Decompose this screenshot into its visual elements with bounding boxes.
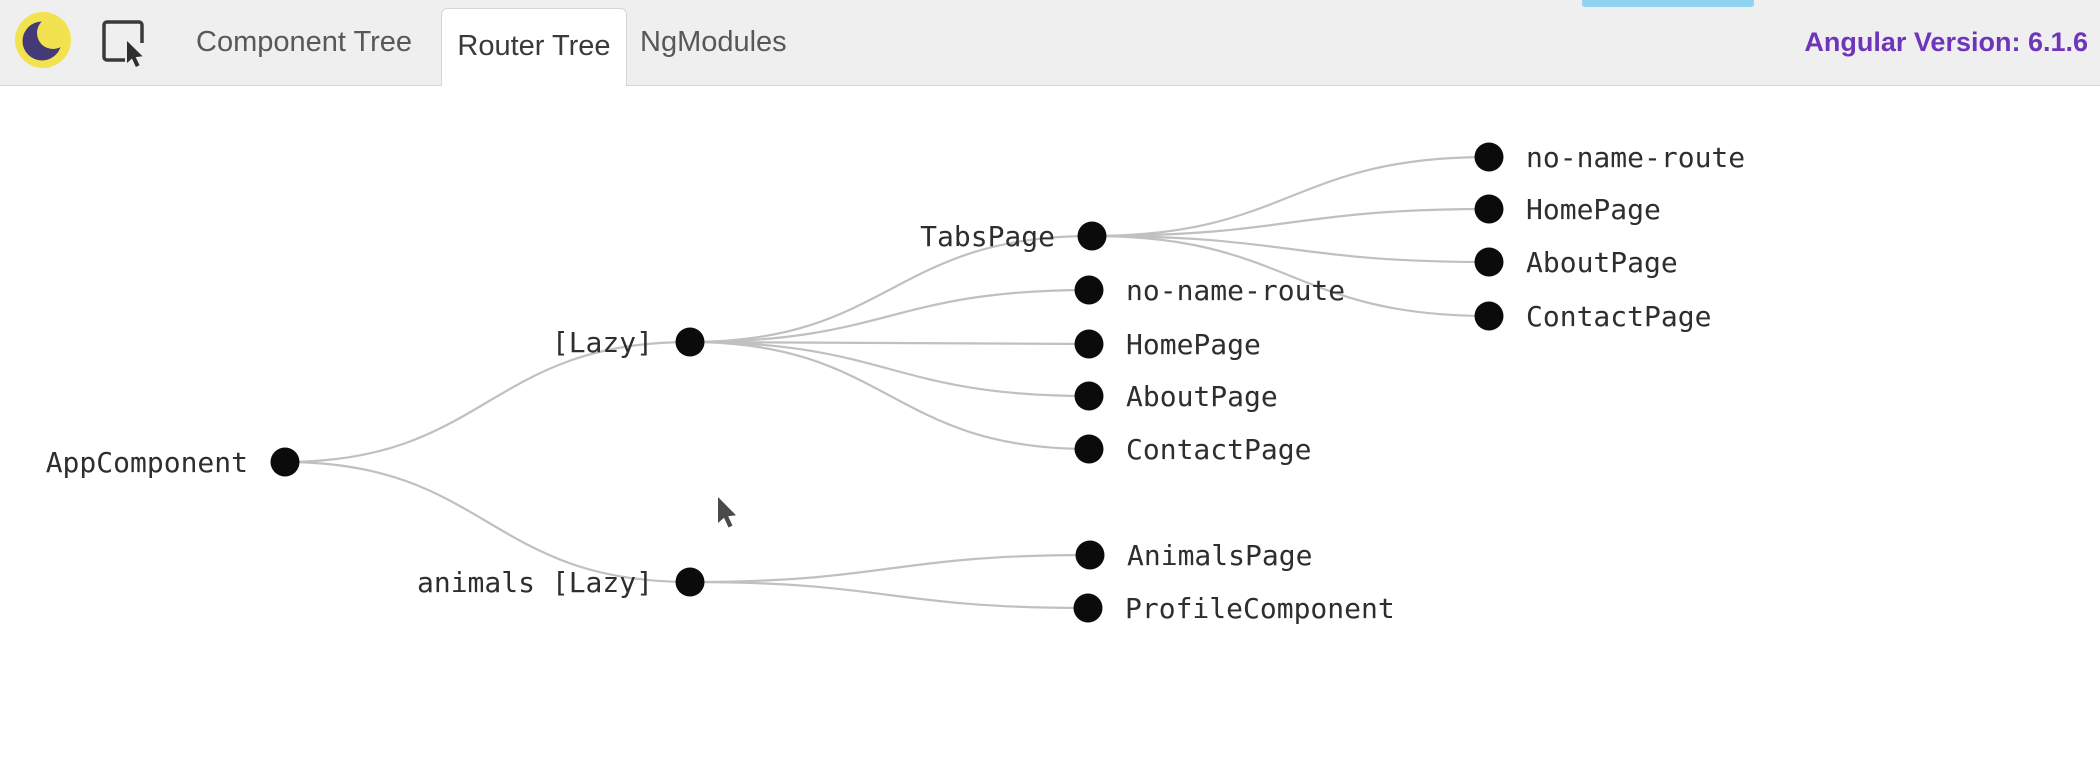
tree-node: no-name-route — [1074, 274, 1345, 307]
tab-ngmodules[interactable]: NgModules — [640, 26, 787, 58]
tree-link — [689, 580, 1089, 610]
tree-node-dot[interactable] — [1077, 221, 1107, 251]
tree-node-label[interactable]: animals [Lazy] — [417, 566, 653, 599]
tree-node-dot[interactable] — [1073, 593, 1103, 623]
tree-link — [284, 460, 691, 584]
tree-node-dot[interactable] — [1474, 247, 1504, 277]
tree-node-label[interactable]: AboutPage — [1126, 380, 1278, 413]
tree-link — [1091, 155, 1490, 238]
tree-node-dot[interactable] — [1474, 142, 1504, 172]
tree-node-dot[interactable] — [1474, 194, 1504, 224]
tree-node-label[interactable]: ContactPage — [1126, 433, 1311, 466]
moon-icon — [15, 12, 71, 68]
tree-link — [689, 553, 1091, 584]
top-blue-bar — [1582, 0, 1754, 7]
tree-link — [689, 288, 1090, 344]
tree-link — [689, 340, 1090, 346]
tree-node: AboutPage — [1474, 246, 1678, 279]
tree-link — [689, 234, 1093, 344]
angular-version-label: Angular Version: 6.1.6 — [1804, 27, 2088, 57]
tree-node-dot[interactable] — [675, 327, 705, 357]
tree-node: AboutPage — [1074, 380, 1278, 413]
tree-node-dot[interactable] — [1074, 381, 1104, 411]
tree-node-label[interactable]: HomePage — [1526, 193, 1661, 226]
toolbar: Component Tree Router Tree NgModules Ang… — [0, 0, 2100, 86]
tree-link — [689, 340, 1090, 451]
tree-link — [284, 340, 691, 464]
tree-link — [1091, 234, 1490, 264]
select-element-icon — [102, 20, 149, 67]
tree-node-dot[interactable] — [675, 567, 705, 597]
tree-node-label[interactable]: no-name-route — [1526, 141, 1745, 174]
tree-node-label[interactable]: [Lazy] — [552, 326, 653, 359]
tree-node-label[interactable]: ProfileComponent — [1125, 592, 1395, 625]
tree-node-label[interactable]: AnimalsPage — [1127, 539, 1312, 572]
tree-node: ProfileComponent — [1073, 592, 1395, 625]
tree-node-dot[interactable] — [1074, 434, 1104, 464]
tab-component-tree[interactable]: Component Tree — [196, 26, 413, 58]
tree-node-label[interactable]: no-name-route — [1126, 274, 1345, 307]
tree-node-label[interactable]: AboutPage — [1526, 246, 1678, 279]
mouse-cursor — [718, 497, 736, 528]
tree-node: AppComponent — [46, 446, 300, 479]
tree-node-dot[interactable] — [1474, 301, 1504, 331]
tree-node: ContactPage — [1474, 300, 1711, 333]
theme-toggle-button[interactable] — [14, 11, 72, 69]
tree-link — [689, 340, 1090, 398]
tree-node-dot[interactable] — [270, 447, 300, 477]
tree-node-dot[interactable] — [1075, 540, 1105, 570]
tree-node-label[interactable]: AppComponent — [46, 446, 248, 479]
tree-node: [Lazy] — [552, 326, 705, 359]
tree-link — [1091, 207, 1490, 238]
tree-node: HomePage — [1474, 193, 1661, 226]
tree-node: no-name-route — [1474, 141, 1745, 174]
tree-node: AnimalsPage — [1075, 539, 1312, 572]
tree-node: animals [Lazy] — [417, 566, 705, 599]
tree-node: HomePage — [1074, 328, 1261, 361]
tree-node: ContactPage — [1074, 433, 1311, 466]
tree-node: TabsPage — [920, 220, 1107, 253]
tab-router-tree[interactable]: Router Tree — [441, 8, 627, 86]
tree-link — [1091, 234, 1490, 318]
tree-node-label[interactable]: ContactPage — [1526, 300, 1711, 333]
tree-node-label[interactable]: TabsPage — [920, 220, 1055, 253]
tree-node-dot[interactable] — [1074, 275, 1104, 305]
tree-node-dot[interactable] — [1074, 329, 1104, 359]
inspect-element-button[interactable] — [101, 19, 149, 67]
tree-node-label[interactable]: HomePage — [1126, 328, 1261, 361]
